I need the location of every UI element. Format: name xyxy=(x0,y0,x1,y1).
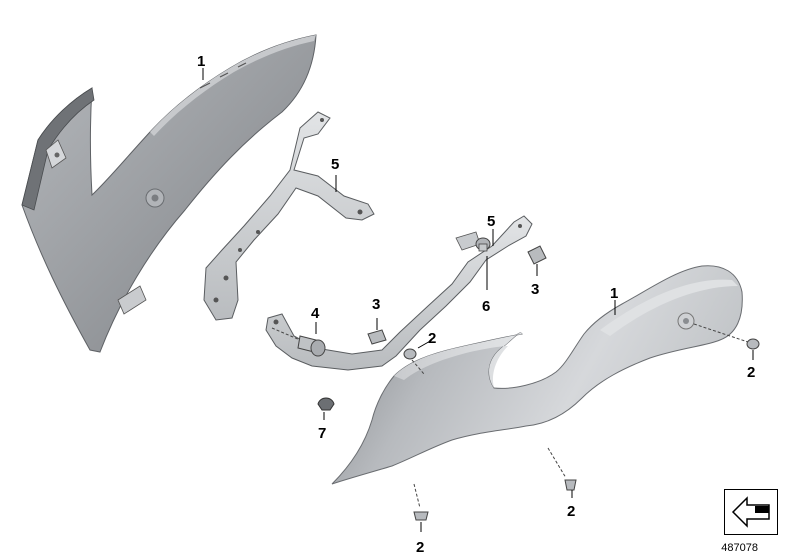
callout-5-lower-bracket: 5 xyxy=(487,213,495,230)
callout-5-upper-bracket: 5 xyxy=(331,156,339,173)
bracket-bolt xyxy=(475,237,491,290)
upper-bracket xyxy=(203,111,375,321)
callout-2-bottom-middle: 2 xyxy=(567,503,575,520)
upper-side-panel xyxy=(21,34,317,353)
callout-7: 7 xyxy=(318,425,326,442)
callout-1-lower-panel: 1 xyxy=(610,285,618,302)
screw-bottom-left xyxy=(413,483,429,532)
callouts: 1 5 5 6 3 3 1 4 2 2 7 2 2 xyxy=(197,53,755,556)
callout-4: 4 xyxy=(311,305,320,322)
lower-side-panel xyxy=(331,265,749,485)
clip-nut-right xyxy=(527,245,547,276)
callout-3-right: 3 xyxy=(531,281,539,298)
shoulder-bolt xyxy=(271,322,326,357)
callout-2-upper-middle: 2 xyxy=(428,330,436,347)
callout-3-left: 3 xyxy=(372,296,380,313)
callout-2-bottom-left: 2 xyxy=(416,539,424,556)
screw-upper-middle xyxy=(403,339,433,375)
callout-2-right: 2 xyxy=(747,364,755,381)
orientation-symbol xyxy=(724,489,778,535)
reference-number: 487078 xyxy=(721,542,758,554)
clip-nut-left xyxy=(367,318,387,345)
screw-bottom-middle xyxy=(547,447,577,498)
grommet xyxy=(317,397,335,420)
arrow-icon xyxy=(731,496,770,528)
screw-right xyxy=(746,338,760,360)
callout-1-upper-panel: 1 xyxy=(197,53,205,70)
lower-bracket xyxy=(265,215,533,371)
callout-6: 6 xyxy=(482,298,490,315)
